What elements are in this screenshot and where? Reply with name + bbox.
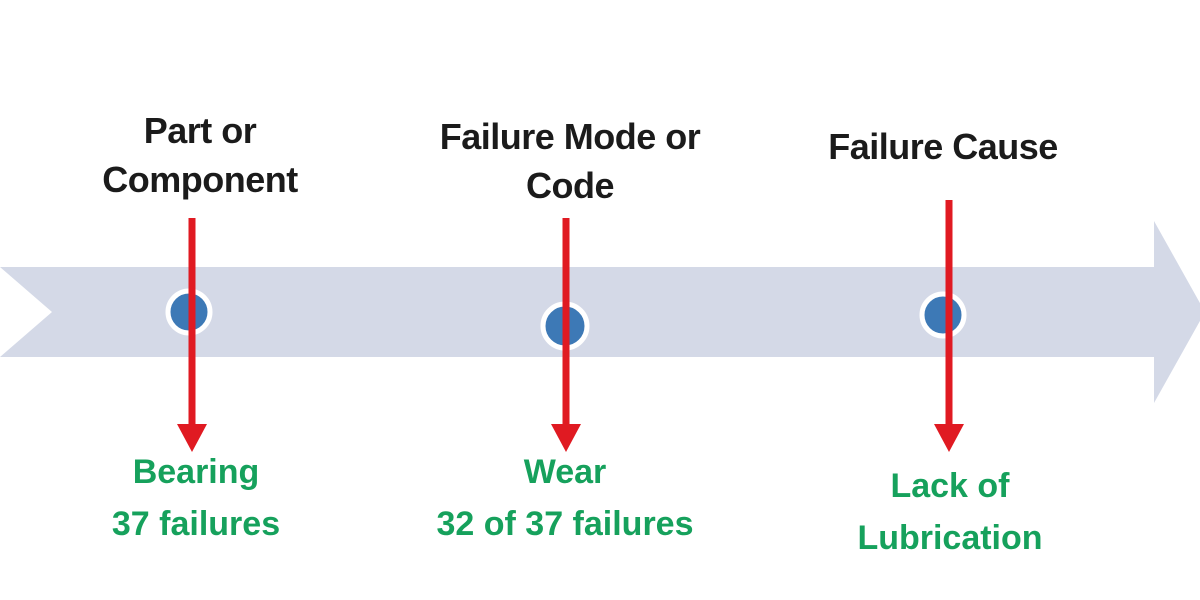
down-arrow-head <box>934 424 964 452</box>
down-arrow <box>551 218 581 452</box>
stage-result-bearing: Bearing 37 failures <box>36 446 356 550</box>
stage-result-line2: 32 of 37 failures <box>436 505 694 543</box>
stage-result-lack-of-lubrication: Lack of Lubrication <box>790 460 1110 564</box>
stage-result-line1: Lack of <box>890 467 1010 505</box>
stage-label-part-or-component: Part or Component <box>102 110 298 200</box>
stage-result-line1: Wear <box>523 453 607 491</box>
down-arrow-head <box>177 424 207 452</box>
process-arrow-band <box>0 221 1200 403</box>
stage-result-line2: 37 failures <box>111 505 281 543</box>
down-arrow-head <box>551 424 581 452</box>
down-arrow <box>934 200 964 452</box>
stage-result-wear: Wear 32 of 37 failures <box>385 446 745 550</box>
stage-label-failure-cause: Failure Cause <box>828 126 1058 167</box>
stage-result-line2: Lubrication <box>857 519 1043 557</box>
down-arrow <box>177 218 207 452</box>
stage-result-line1: Bearing <box>132 453 260 491</box>
stage-label-failure-mode-or-code: Failure Mode or Code <box>439 116 701 206</box>
timeline-dot <box>919 291 967 339</box>
